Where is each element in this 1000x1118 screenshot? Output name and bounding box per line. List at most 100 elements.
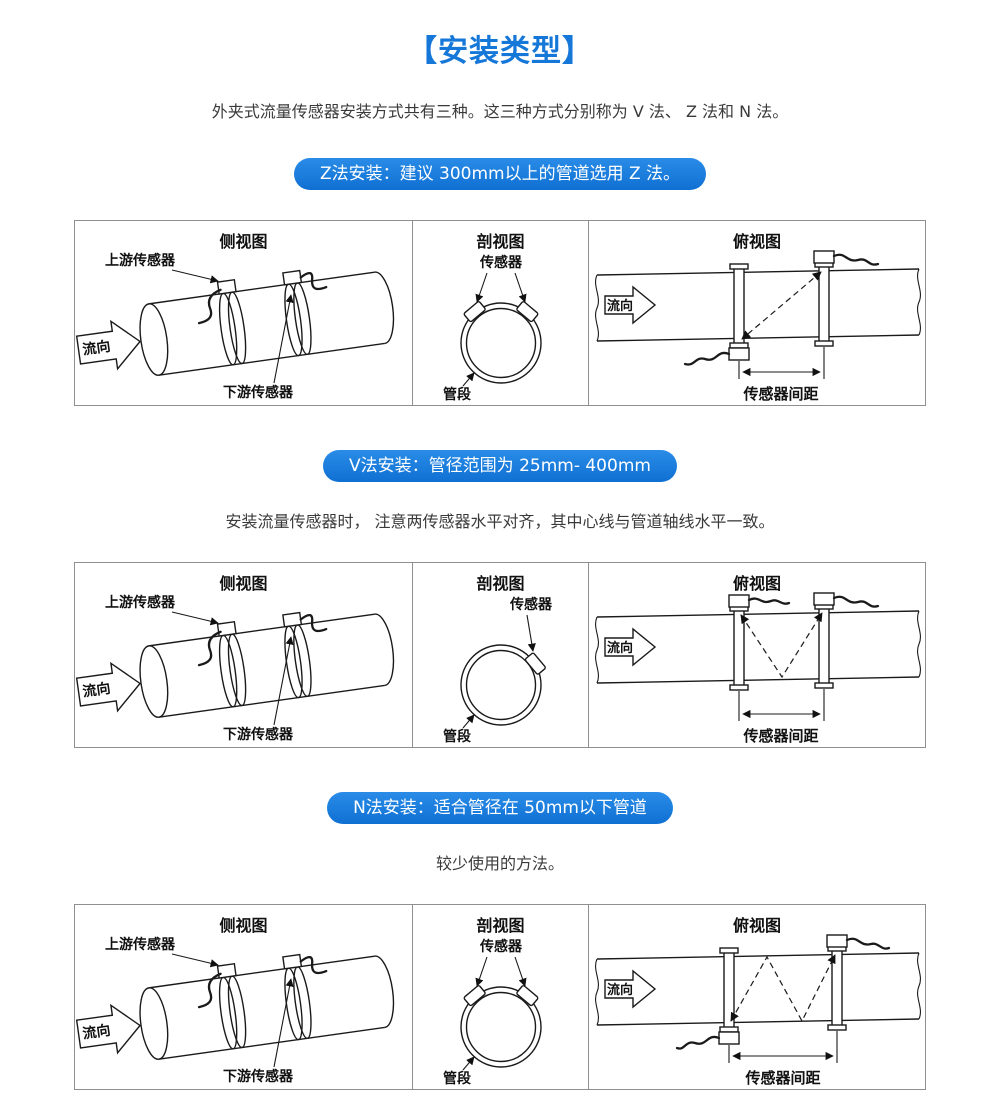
section-view-title: 剖视图 bbox=[476, 232, 525, 251]
upstream-sensor-label: 上游传感器 bbox=[105, 252, 176, 269]
flow-arrow: 流向 bbox=[604, 969, 657, 1009]
pipe-segment-label: 管段 bbox=[443, 728, 471, 745]
sound-path bbox=[741, 271, 822, 340]
spacing-dimension bbox=[738, 689, 825, 721]
sensor-cable bbox=[299, 956, 328, 975]
section-view-drawing: 传感器 管段 bbox=[443, 254, 542, 403]
flow-arrow: 流向 bbox=[604, 285, 657, 325]
section-view-cell: 剖视图 传感器 管段 bbox=[412, 563, 588, 747]
top-view-drawing: 流向 bbox=[595, 592, 921, 745]
upstream-sensor-label: 上游传感器 bbox=[105, 936, 176, 953]
sound-path bbox=[740, 612, 823, 679]
top-view-title: 俯视图 bbox=[732, 916, 781, 935]
flow-arrow: 流向 bbox=[604, 627, 657, 667]
side-view-title: 侧视图 bbox=[219, 574, 268, 593]
sensor-tab bbox=[516, 985, 539, 1007]
top-view-title: 俯视图 bbox=[732, 232, 781, 251]
v-badge-row: V法安装：管径范围为 25mm- 400mm bbox=[0, 450, 1000, 482]
upstream-sensor bbox=[216, 962, 237, 979]
section-view-cell: 剖视图 传感器 管段 bbox=[412, 905, 588, 1089]
upstream-clamp bbox=[683, 263, 750, 366]
pipe-drawing bbox=[139, 953, 395, 1060]
pipe-cross-section bbox=[460, 644, 546, 726]
downstream-clamp bbox=[826, 934, 891, 1031]
z-method-diagram-panel: 侧视图 流向 bbox=[74, 220, 926, 406]
v-method-note: 安装流量传感器时， 注意两传感器水平对齐，其中心线与管道轴线水平一致。 bbox=[225, 512, 775, 531]
section-view-cell: 剖视图 传感器 管段 bbox=[412, 221, 588, 405]
n-method-diagram-panel: 侧视图 流向 bbox=[74, 904, 926, 1090]
side-view-title: 侧视图 bbox=[219, 232, 268, 251]
section-view-drawing: 传感器 管段 bbox=[443, 938, 542, 1087]
spacing-dimension bbox=[738, 347, 825, 379]
sensor-cable bbox=[197, 288, 222, 325]
side-view-cell: 侧视图 流向 bbox=[75, 221, 412, 405]
flow-direction-label: 流向 bbox=[81, 680, 111, 701]
upstream-sensor bbox=[216, 620, 237, 637]
n-method-badge: N法安装：适合管径在 50mm以下管道 bbox=[327, 792, 673, 824]
upstream-clamp bbox=[728, 594, 791, 691]
intro-text: 外夹式流量传感器安装方式共有三种。这三种方式分别称为 V 法、 Z 法和 N 法… bbox=[211, 102, 789, 121]
sensor-cable bbox=[832, 595, 880, 608]
sensor-spacing-label: 传感器间距 bbox=[742, 385, 818, 403]
sensor-tab bbox=[516, 301, 539, 323]
top-view-drawing: 流向 bbox=[595, 934, 921, 1087]
side-view-cell: 侧视图 流向 bbox=[75, 563, 412, 747]
flow-arrow: 流向 bbox=[75, 661, 142, 713]
flow-direction-label: 流向 bbox=[607, 298, 633, 314]
downstream-sensor bbox=[282, 953, 303, 970]
sensor-spacing-label: 传感器间距 bbox=[744, 1069, 820, 1087]
side-view-drawing: 流向 bbox=[75, 936, 395, 1085]
sensor-cable bbox=[683, 351, 731, 366]
flow-direction-label: 流向 bbox=[607, 982, 633, 998]
downstream-sensor bbox=[282, 269, 303, 286]
z-method-badge: Z法安装：建议 300mm以上的管道选用 Z 法。 bbox=[293, 158, 707, 190]
downstream-sensor-label: 下游传感器 bbox=[223, 384, 294, 401]
side-view-drawing: 流向 bbox=[75, 594, 395, 743]
n-method-note: 较少使用的方法。 bbox=[435, 854, 564, 873]
v-method-diagram-panel: 侧视图 流向 bbox=[74, 562, 926, 748]
pipe-drawing bbox=[139, 269, 395, 376]
downstream-sensor bbox=[282, 611, 303, 628]
downstream-sensor-label: 下游传感器 bbox=[223, 1068, 294, 1085]
top-view-cell: 俯视图 流向 bbox=[588, 563, 925, 747]
sensor-label: 传感器 bbox=[479, 254, 523, 271]
svg-defs bbox=[0, 0, 1, 1]
sensor-label: 传感器 bbox=[479, 938, 523, 955]
section-view-drawing: 传感器 管段 bbox=[443, 596, 553, 745]
sensor-cable bbox=[832, 253, 880, 266]
section-n-method: N法安装：适合管径在 50mm以下管道 较少使用的方法。 侧视图 流向 bbox=[0, 792, 1000, 1090]
sensor-tab bbox=[463, 301, 486, 323]
upstream-sensor-label: 上游传感器 bbox=[105, 594, 176, 611]
top-view-title: 俯视图 bbox=[732, 574, 781, 593]
section-v-method: V法安装：管径范围为 25mm- 400mm 安装流量传感器时， 注意两传感器水… bbox=[0, 450, 1000, 748]
z-badge-row: Z法安装：建议 300mm以上的管道选用 Z 法。 bbox=[0, 158, 1000, 190]
pipe-cross-section bbox=[460, 985, 542, 1068]
sensor-cable bbox=[197, 630, 222, 667]
spacing-dimension bbox=[728, 1031, 838, 1063]
n-badge-row: N法安装：适合管径在 50mm以下管道 bbox=[0, 792, 1000, 824]
side-view-title: 侧视图 bbox=[219, 916, 268, 935]
pipe-segment-label: 管段 bbox=[443, 1070, 471, 1087]
upstream-sensor bbox=[216, 278, 237, 295]
pipe-drawing bbox=[139, 611, 395, 718]
sensor-cable bbox=[845, 937, 891, 950]
pipe-cross-section bbox=[460, 301, 542, 384]
side-view-drawing: 流向 bbox=[75, 252, 395, 401]
sensor-spacing-label: 传感器间距 bbox=[742, 727, 818, 745]
flow-direction-label: 流向 bbox=[81, 1022, 111, 1043]
section-view-title: 剖视图 bbox=[476, 916, 525, 935]
sensor-tab bbox=[463, 985, 486, 1007]
section-view-title: 剖视图 bbox=[476, 574, 525, 593]
sensor-label: 传感器 bbox=[509, 596, 553, 613]
flow-arrow: 流向 bbox=[75, 319, 142, 371]
flow-direction-label: 流向 bbox=[81, 338, 111, 359]
pipe-segment-label: 管段 bbox=[443, 386, 471, 403]
top-view-drawing: 流向 bbox=[595, 250, 921, 403]
sensor-tab bbox=[524, 652, 546, 675]
sensor-cable bbox=[747, 597, 791, 605]
flow-arrow: 流向 bbox=[75, 1003, 142, 1055]
v-method-badge: V法安装：管径范围为 25mm- 400mm bbox=[323, 450, 677, 482]
top-view-cell: 俯视图 流向 bbox=[588, 905, 925, 1089]
downstream-clamp bbox=[813, 250, 880, 347]
